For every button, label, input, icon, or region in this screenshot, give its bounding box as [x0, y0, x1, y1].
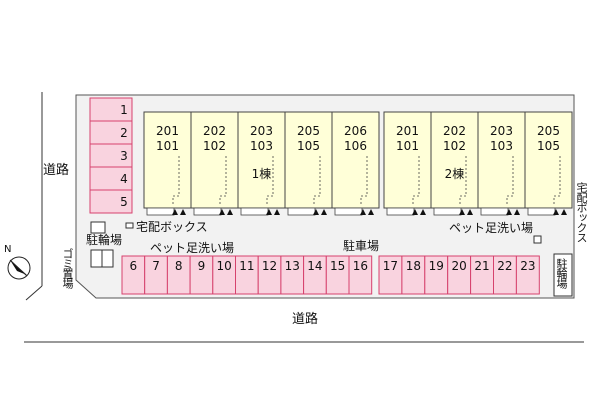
building-label: 2棟: [445, 166, 465, 181]
balcony: [287, 207, 316, 216]
left-road-corner: [25, 285, 43, 301]
parking-space-number: 20: [452, 259, 467, 273]
unit-lower-number: 103: [250, 139, 273, 153]
unit-upper-number: 203: [250, 124, 273, 138]
parking-space-number: 5: [120, 195, 128, 209]
entrance-arrow-icon: [321, 209, 327, 215]
unit-upper-number: 201: [396, 124, 419, 138]
north-arrow-icon: [7, 256, 31, 280]
compass-north-label: N: [4, 244, 12, 255]
unit-upper-number: 203: [490, 124, 513, 138]
delivery-box-left-icon: [125, 222, 134, 229]
parking-space-number: 9: [198, 259, 206, 273]
unit-upper-number: 202: [203, 124, 226, 138]
bottom-road-label: 道路: [292, 312, 319, 327]
parking-space-number: 21: [474, 259, 489, 273]
unit-lower-number: 101: [396, 139, 419, 153]
unit-upper-number: 202: [443, 124, 466, 138]
parking-space-23: [515, 255, 540, 295]
parking-space-number: 1: [120, 103, 128, 117]
unit-upper-number: 205: [297, 124, 320, 138]
entrance-arrow-icon: [514, 209, 520, 215]
balcony: [527, 207, 556, 216]
parking-space-16: [348, 255, 373, 295]
entrance-arrow-icon: [360, 209, 366, 215]
unit-lower-number: 103: [490, 139, 513, 153]
bicycle-right-box: [553, 253, 573, 297]
delivery-box-left-label: 宅配ボックス: [136, 220, 208, 234]
parking-lot-label: 駐車場: [343, 239, 380, 253]
parking-space-number: 3: [120, 149, 128, 163]
unit-lower-number: 102: [443, 139, 466, 153]
entrance-arrow-icon: [313, 209, 319, 215]
balcony: [480, 207, 509, 216]
entrance-arrow-icon: [561, 209, 567, 215]
entrance-arrow-icon: [412, 209, 418, 215]
unit-lower-number: 101: [156, 139, 179, 153]
parking-space-number: 8: [175, 259, 183, 273]
parking-space-number: 19: [429, 259, 444, 273]
unit-lower-number: 105: [537, 139, 560, 153]
entrance-arrow-icon: [266, 209, 272, 215]
parking-space-number: 6: [130, 259, 138, 273]
delivery-box-right-icon: [533, 235, 542, 244]
entrance-arrow-icon: [506, 209, 512, 215]
unit-upper-number: 201: [156, 124, 179, 138]
garbage-label: ゴミ置場: [61, 248, 74, 288]
balcony: [146, 207, 175, 216]
entrance-arrow-icon: [553, 209, 559, 215]
parking-space-number: 7: [152, 259, 160, 273]
unit-upper-number: 205: [537, 124, 560, 138]
entrance-arrow-icon: [467, 209, 473, 215]
parking-space-number: 10: [217, 259, 232, 273]
entrance-arrow-icon: [368, 209, 374, 215]
balcony: [386, 207, 415, 216]
parking-space-number: 15: [330, 259, 345, 273]
entrance-arrow-icon: [180, 209, 186, 215]
parking-space-number: 13: [285, 259, 300, 273]
entrance-arrow-icon: [459, 209, 465, 215]
bicycle-right-label: 駐輪場: [555, 258, 568, 288]
parking-space-number: 16: [353, 259, 368, 273]
entrance-arrow-icon: [219, 209, 225, 215]
entrance-arrow-icon: [172, 209, 178, 215]
parking-space-5: [89, 189, 133, 214]
parking-space-number: 12: [262, 259, 277, 273]
unit-lower-number: 106: [344, 139, 367, 153]
parking-space-number: 22: [497, 259, 512, 273]
parking-space-number: 4: [120, 172, 128, 186]
balcony: [193, 207, 222, 216]
parking-space-number: 2: [120, 126, 128, 140]
pet-wash-left-label: ペット足洗い場: [150, 241, 235, 255]
bicycle-rack-box: [90, 221, 106, 234]
entrance-arrow-icon: [420, 209, 426, 215]
entrance-arrow-icon: [227, 209, 233, 215]
bicycle-left-label: 駐輪場: [86, 233, 123, 247]
delivery-box-right-label: 宅配ボックス: [575, 182, 588, 242]
balcony: [433, 207, 462, 216]
building1-outline: [143, 111, 380, 209]
parking-space-number: 23: [520, 259, 535, 273]
balcony: [334, 207, 363, 216]
parking-space-number: 14: [307, 259, 322, 273]
parking-space-number: 18: [406, 259, 421, 273]
pet-wash-right-label: ペット足洗い場: [449, 221, 534, 235]
parking-space-number: 17: [383, 259, 398, 273]
parking-space-number: 11: [239, 259, 254, 273]
unit-lower-number: 102: [203, 139, 226, 153]
building-label: 1棟: [252, 166, 272, 181]
unit-lower-number: 105: [297, 139, 320, 153]
left-road-label: 道路: [43, 163, 70, 178]
unit-upper-number: 206: [344, 124, 367, 138]
entrance-arrow-icon: [274, 209, 280, 215]
balcony: [240, 207, 269, 216]
